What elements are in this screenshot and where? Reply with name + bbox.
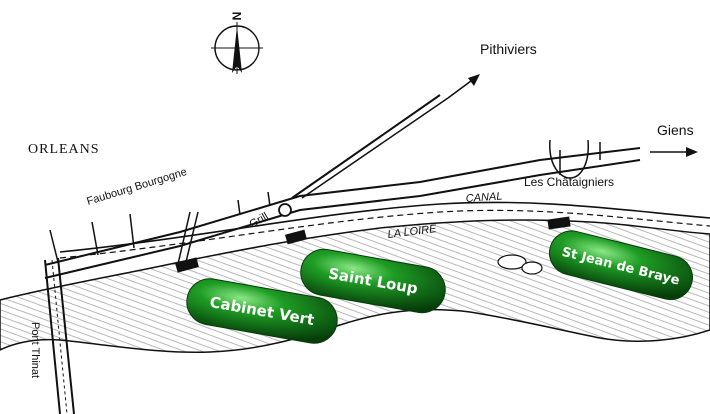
- label-faubourg: Faubourg Bourgogne: [85, 166, 188, 208]
- label-orleans: ORLEANS: [28, 142, 100, 157]
- canal-line-dashed: [59, 209, 710, 259]
- label-canal: CANAL: [465, 190, 502, 205]
- label-giens: Giens: [657, 122, 694, 138]
- pithiviers-road-edge: [301, 97, 449, 199]
- label-chataigniers: Les Châtaigniers: [524, 175, 614, 189]
- label-pont-thinat: Pont Thinat: [29, 322, 41, 378]
- pont-thinat-edge: [57, 257, 75, 414]
- faubourg-road-edge: [44, 159, 641, 279]
- pont-thinat: [44, 259, 61, 414]
- label-pithiviers: Pithiviers: [480, 41, 537, 57]
- giens-arrowhead: [686, 147, 698, 157]
- boat-marker: [285, 229, 307, 245]
- cross-streets: [49, 139, 601, 265]
- boat-marker: [547, 216, 571, 230]
- island: [497, 254, 527, 270]
- faubourg-road: [44, 147, 641, 266]
- boat-marker: [175, 257, 199, 273]
- site-pill-saint-loup[interactable]: Saint Loup: [297, 246, 449, 317]
- compass-rose: N: [211, 12, 263, 74]
- compass-north-letter: N: [230, 12, 244, 21]
- label-grill: Grill: [248, 210, 271, 230]
- pithiviers-arrow: [447, 77, 476, 99]
- site-pill-cabinet-vert[interactable]: Cabinet Vert: [183, 275, 341, 347]
- canal-line: [59, 201, 710, 253]
- pont-thinat-center: [51, 259, 68, 414]
- grill-marker: [278, 203, 292, 217]
- island: [521, 261, 543, 275]
- pithiviers-arrowhead: [468, 74, 480, 86]
- pithiviers-road: [291, 94, 441, 199]
